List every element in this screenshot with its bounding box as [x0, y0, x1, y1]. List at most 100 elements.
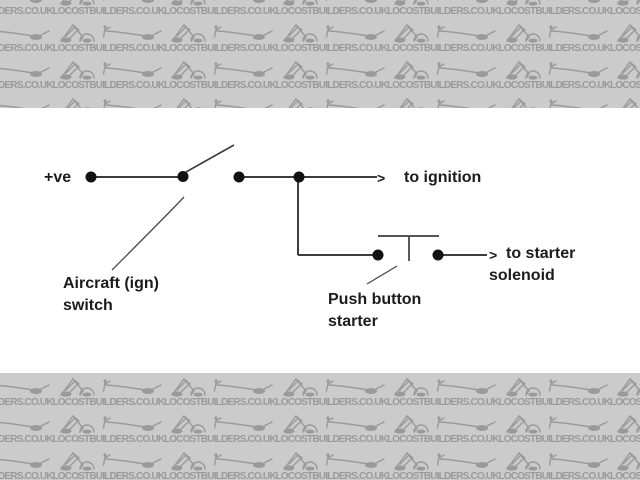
watermark-band-bottom: LOCOSTBUILDERS.CO.UK LOCOSTBUILDERS.CO.U…	[0, 373, 640, 480]
watermark-tile: LOCOSTBUILDERS.CO.UK	[0, 96, 53, 108]
watermark-tile: LOCOSTBUILDERS.CO.UK	[610, 22, 640, 56]
watermark-tile: LOCOSTBUILDERS.CO.UK	[164, 0, 277, 19]
watermark-tile: LOCOSTBUILDERS.CO.UK	[610, 413, 640, 447]
car-sketch-icon	[394, 60, 496, 80]
positive-terminal-label: +ve	[44, 169, 72, 186]
car-sketch-icon	[394, 0, 488, 6]
car-sketch-icon	[617, 414, 640, 434]
watermark-text: LOCOSTBUILDERS.CO.UK	[387, 434, 500, 445]
leader-line-pushbutton	[366, 265, 398, 285]
watermark-tile: LOCOSTBUILDERS.CO.UK	[164, 96, 276, 108]
car-sketch-icon	[59, 377, 162, 397]
watermark-text: LOCOSTBUILDERS.CO.UK	[498, 471, 612, 480]
watermark-text: LOCOSTBUILDERS.CO.UK	[164, 471, 277, 480]
watermark-tile: LOCOSTBUILDERS.CO.UK	[610, 59, 640, 93]
car-sketch-icon	[510, 97, 608, 108]
car-sketch-icon	[394, 23, 496, 43]
car-sketch-icon	[399, 97, 496, 108]
watermark-text: LOCOSTBUILDERS.CO.UK	[275, 43, 389, 54]
pushbutton-label: Push button starter	[328, 289, 421, 333]
car-sketch-icon	[59, 60, 162, 80]
watermark-text: LOCOSTBUILDERS.CO.UK	[387, 397, 500, 408]
car-sketch-icon	[171, 451, 273, 471]
watermark-text: LOCOSTBUILDERS.CO.UK	[164, 80, 277, 91]
car-sketch-icon	[394, 377, 496, 397]
ignition-arrow: >	[377, 170, 386, 186]
watermark-tile: LOCOSTBUILDERS.CO.UK	[0, 0, 54, 19]
car-sketch-icon	[282, 451, 385, 471]
car-sketch-icon	[0, 458, 50, 468]
car-sketch-icon	[0, 67, 50, 77]
watermark-tile: LOCOSTBUILDERS.CO.UK	[387, 96, 499, 108]
terminal-dot	[177, 171, 189, 182]
watermark-tile: LOCOSTBUILDERS.CO.UK	[53, 450, 165, 480]
watermark-text: LOCOSTBUILDERS.CO.UK	[498, 80, 612, 91]
watermark-text: LOCOSTBUILDERS.CO.UK	[498, 6, 612, 17]
watermark-text: LOCOSTBUILDERS.CO.UK	[275, 6, 389, 17]
car-sketch-icon	[171, 60, 273, 80]
watermark-tile: LOCOSTBUILDERS.CO.UK	[387, 0, 500, 19]
watermark-text: LOCOSTBUILDERS.CO.UK	[52, 471, 166, 480]
car-sketch-icon	[171, 414, 273, 434]
watermark-text: LOCOSTBUILDERS.CO.UK	[275, 80, 389, 91]
watermark-text: LOCOSTBUILDERS.CO.UK	[0, 6, 54, 17]
watermark-text: LOCOSTBUILDERS.CO.UK	[387, 43, 500, 54]
car-sketch-icon	[171, 377, 273, 397]
car-sketch-icon	[0, 30, 50, 40]
watermark-tile: LOCOSTBUILDERS.CO.UK	[0, 450, 54, 480]
watermark-tile: LOCOSTBUILDERS.CO.UK	[610, 96, 640, 108]
watermark-tile: LOCOSTBUILDERS.CO.UK	[0, 22, 54, 56]
car-sketch-icon	[505, 451, 608, 471]
aircraft-switch-label-line2: switch	[63, 297, 113, 314]
car-sketch-icon	[505, 23, 608, 43]
watermark-tile: LOCOSTBUILDERS.CO.UK	[53, 376, 165, 410]
watermark-text: LOCOSTBUILDERS.CO.UK	[52, 6, 166, 17]
terminal-dot	[85, 171, 97, 183]
watermark-tile: LOCOSTBUILDERS.CO.UK	[0, 413, 54, 447]
watermark-text: LOCOSTBUILDERS.CO.UK	[164, 434, 277, 445]
watermark-tile: LOCOSTBUILDERS.CO.UK	[164, 450, 277, 480]
terminal-dot	[233, 171, 245, 183]
pushbutton-label-line1: Push button	[328, 291, 422, 308]
watermark-tile: LOCOSTBUILDERS.CO.UK	[276, 0, 388, 19]
watermark-band-top: LOCOSTBUILDERS.CO.UK LOCOSTBUILDERS.CO.U…	[0, 0, 640, 108]
watermark-text: LOCOSTBUILDERS.CO.UK	[610, 434, 640, 445]
car-sketch-icon	[282, 23, 385, 43]
watermark-text: LOCOSTBUILDERS.CO.UK	[610, 471, 640, 480]
watermark-tile: LOCOSTBUILDERS.CO.UK	[0, 59, 54, 93]
car-sketch-icon	[282, 414, 385, 434]
watermark-text: LOCOSTBUILDERS.CO.UK	[0, 471, 54, 480]
watermark-text: LOCOSTBUILDERS.CO.UK	[498, 434, 612, 445]
watermark-text: LOCOSTBUILDERS.CO.UK	[52, 43, 166, 54]
watermark-tile: LOCOSTBUILDERS.CO.UK	[164, 59, 277, 93]
watermark-tile: LOCOSTBUILDERS.CO.UK	[610, 376, 640, 410]
to-ignition-label: to ignition	[404, 169, 482, 186]
car-sketch-icon	[176, 97, 273, 108]
car-sketch-icon	[394, 451, 496, 471]
car-sketch-icon	[59, 451, 162, 471]
car-sketch-icon	[617, 23, 640, 43]
watermark-text: LOCOSTBUILDERS.CO.UK	[164, 43, 277, 54]
watermark-tile: LOCOSTBUILDERS.CO.UK	[276, 376, 388, 410]
car-sketch-icon	[505, 60, 608, 80]
watermark-tile: LOCOSTBUILDERS.CO.UK	[53, 0, 165, 19]
terminal-dot	[372, 249, 384, 261]
watermark-tile: LOCOSTBUILDERS.CO.UK	[53, 59, 165, 93]
watermark-tile: LOCOSTBUILDERS.CO.UK	[499, 450, 611, 480]
car-sketch-icon	[622, 97, 639, 108]
watermark-tile: LOCOSTBUILDERS.CO.UK	[610, 0, 640, 19]
watermark-tile: LOCOSTBUILDERS.CO.UK	[53, 22, 165, 56]
watermark-tile: LOCOSTBUILDERS.CO.UK	[387, 450, 500, 480]
watermark-tile: LOCOSTBUILDERS.CO.UK	[276, 96, 388, 108]
watermark-tile: LOCOSTBUILDERS.CO.UK	[276, 59, 388, 93]
watermark-text: LOCOSTBUILDERS.CO.UK	[275, 397, 389, 408]
watermark-text: LOCOSTBUILDERS.CO.UK	[52, 434, 166, 445]
watermark-text: LOCOSTBUILDERS.CO.UK	[0, 397, 54, 408]
car-sketch-icon	[282, 60, 385, 80]
watermark-tile: LOCOSTBUILDERS.CO.UK	[499, 376, 611, 410]
watermark-tile: LOCOSTBUILDERS.CO.UK	[610, 450, 640, 480]
watermark-text: LOCOSTBUILDERS.CO.UK	[0, 434, 54, 445]
watermark-text: LOCOSTBUILDERS.CO.UK	[0, 80, 54, 91]
